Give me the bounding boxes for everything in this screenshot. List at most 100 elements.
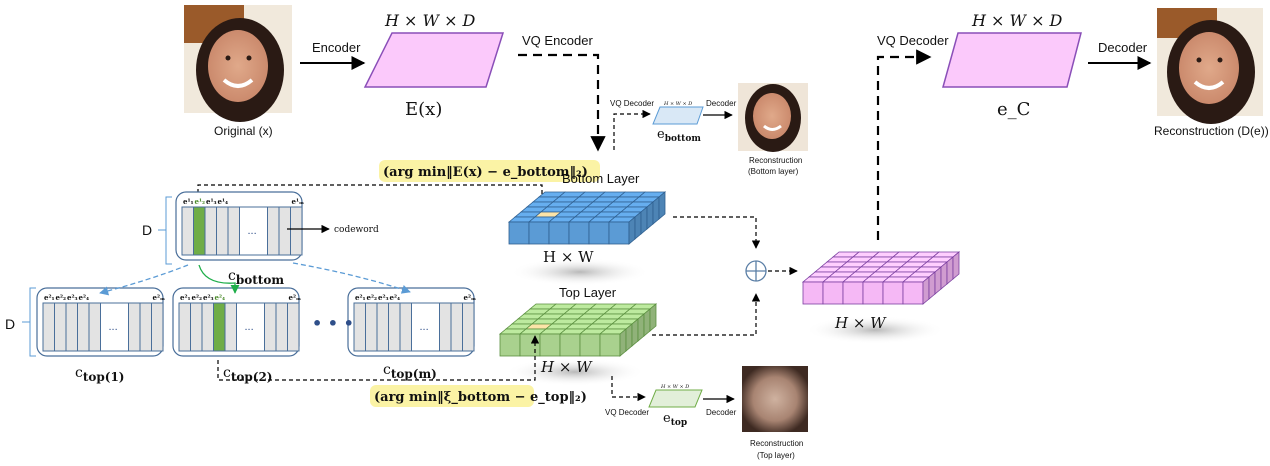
grid-side-face	[619, 303, 657, 357]
codeword-cell	[65, 302, 78, 352]
decoder-label: Decoder	[1098, 40, 1148, 55]
top-dims: H × W × D	[660, 384, 689, 390]
e-bottom-sub: bottom	[665, 134, 702, 144]
top-codebook-brace	[22, 287, 36, 357]
codeword-cell	[77, 302, 90, 352]
between-dots: • • •	[312, 314, 354, 333]
codeword-cell	[128, 302, 141, 352]
bottom-codebook-d-label: D	[142, 222, 152, 238]
vq-encoder-label: VQ Encoder	[522, 33, 593, 48]
codeword-header: e²₁	[355, 293, 366, 302]
top-recon-caption-1: Reconstruction	[750, 439, 803, 448]
encoder-label: Encoder	[312, 40, 361, 55]
grid-cell-side	[640, 206, 648, 235]
grid-cell-front	[822, 281, 844, 305]
codeword-header: e¹₄	[218, 197, 229, 206]
grid-cell-side	[946, 256, 954, 285]
codeword-cell	[278, 206, 291, 256]
grid-cell-side	[643, 308, 651, 337]
top2-sub: top(2)	[231, 370, 273, 384]
codebook-ellipsis: ...	[420, 321, 429, 333]
codeword-header: e²₁	[180, 293, 191, 302]
grid-cell-side	[628, 216, 636, 245]
combined-layer-grid	[801, 251, 961, 305]
to-top2-arrow	[198, 264, 240, 294]
codeword-header: e²₄	[390, 293, 401, 302]
codeword-cell	[275, 302, 288, 352]
grid-cell-side	[928, 271, 936, 300]
codeword-cell	[139, 302, 152, 352]
grid-cell-side	[658, 191, 666, 220]
grid-cell-side	[952, 251, 960, 280]
original-image	[184, 5, 292, 122]
grid-cell-front	[548, 221, 570, 245]
ex-feature-map	[363, 32, 505, 88]
codeword-header: e²₄	[79, 293, 90, 302]
top-lookup-arrow	[217, 335, 540, 381]
ec-dims: H × W × D	[971, 11, 1063, 30]
top-decoder-label: Decoder	[706, 408, 737, 417]
bottom-layer-grid	[507, 191, 667, 245]
codebook-ellipsis: ...	[248, 225, 257, 237]
combined-layer-shadow	[805, 316, 945, 344]
grid-cell-side	[922, 276, 930, 305]
topm-codebook-name: ctop(m)	[383, 362, 437, 381]
top-codebook-d-label: D	[5, 316, 15, 332]
codeword-header: e²ₘ	[153, 293, 166, 302]
bottom-recon-caption-1: Reconstruction	[749, 156, 802, 165]
grid-cell-front	[802, 281, 824, 305]
top1-c: c	[75, 365, 83, 381]
codeword-cell	[353, 302, 366, 352]
codeword-header: e²₂	[56, 293, 67, 302]
vq-decoder-label: VQ Decoder	[877, 33, 949, 48]
grid-cell-front	[519, 333, 541, 357]
codeword-header: e²ₘ	[289, 293, 302, 302]
grid-cell-front	[539, 333, 561, 357]
bottom-vq-decoder-label: VQ Decoder	[610, 99, 654, 108]
codebook-ellipsis-cell	[100, 302, 129, 352]
grid-front-face	[802, 281, 924, 305]
top-vq-decoder-arrow	[611, 376, 646, 402]
grid-top-face	[498, 303, 658, 335]
codeword-cell	[462, 302, 475, 352]
combine-sum-icon	[745, 260, 767, 282]
top1-codebook-name: ctop(1)	[75, 365, 125, 384]
top2-c: c	[223, 365, 231, 381]
codeword-cell	[216, 206, 229, 256]
codeword-header: e²₃	[67, 293, 78, 302]
codeword-cell	[201, 302, 214, 352]
codeword-cell	[290, 206, 303, 256]
grid-cell-side	[634, 211, 642, 240]
codeword-cell	[399, 302, 412, 352]
grid-top-face	[507, 191, 667, 223]
grid-cell-side	[646, 201, 654, 230]
bottom-formula: (arg min‖E(x) − e_bottom‖₂)	[383, 165, 588, 180]
codeword-cell	[439, 302, 452, 352]
codeword-cell	[224, 302, 237, 352]
grid-cell-side	[631, 318, 639, 347]
bottom-reconstruction-image	[738, 83, 808, 152]
codebook-ellipsis: ...	[245, 321, 254, 333]
grid-front-face	[508, 221, 630, 245]
ex-dims: H × W × D	[384, 11, 476, 30]
grid-cell-side	[625, 323, 633, 352]
bottom-recon-caption-2: (Bottom layer)	[748, 167, 799, 176]
grid-cell-side	[637, 313, 645, 342]
vq-encoder-arrow	[518, 53, 606, 152]
codeword-cell	[450, 302, 463, 352]
codebook-ellipsis: ...	[109, 321, 118, 333]
grid-cell-front	[599, 333, 621, 357]
bottom-formula-highlight	[379, 160, 600, 182]
e-bottom-e: e	[657, 127, 665, 142]
codeword-header: e¹₃	[206, 197, 217, 206]
top-reconstruction-image	[742, 366, 808, 432]
codeword-cell	[264, 302, 277, 352]
grid-cell-side	[649, 303, 657, 332]
combined-layer-dims: H × W	[834, 314, 887, 332]
bottom-layer-dims: H × W	[543, 248, 594, 266]
